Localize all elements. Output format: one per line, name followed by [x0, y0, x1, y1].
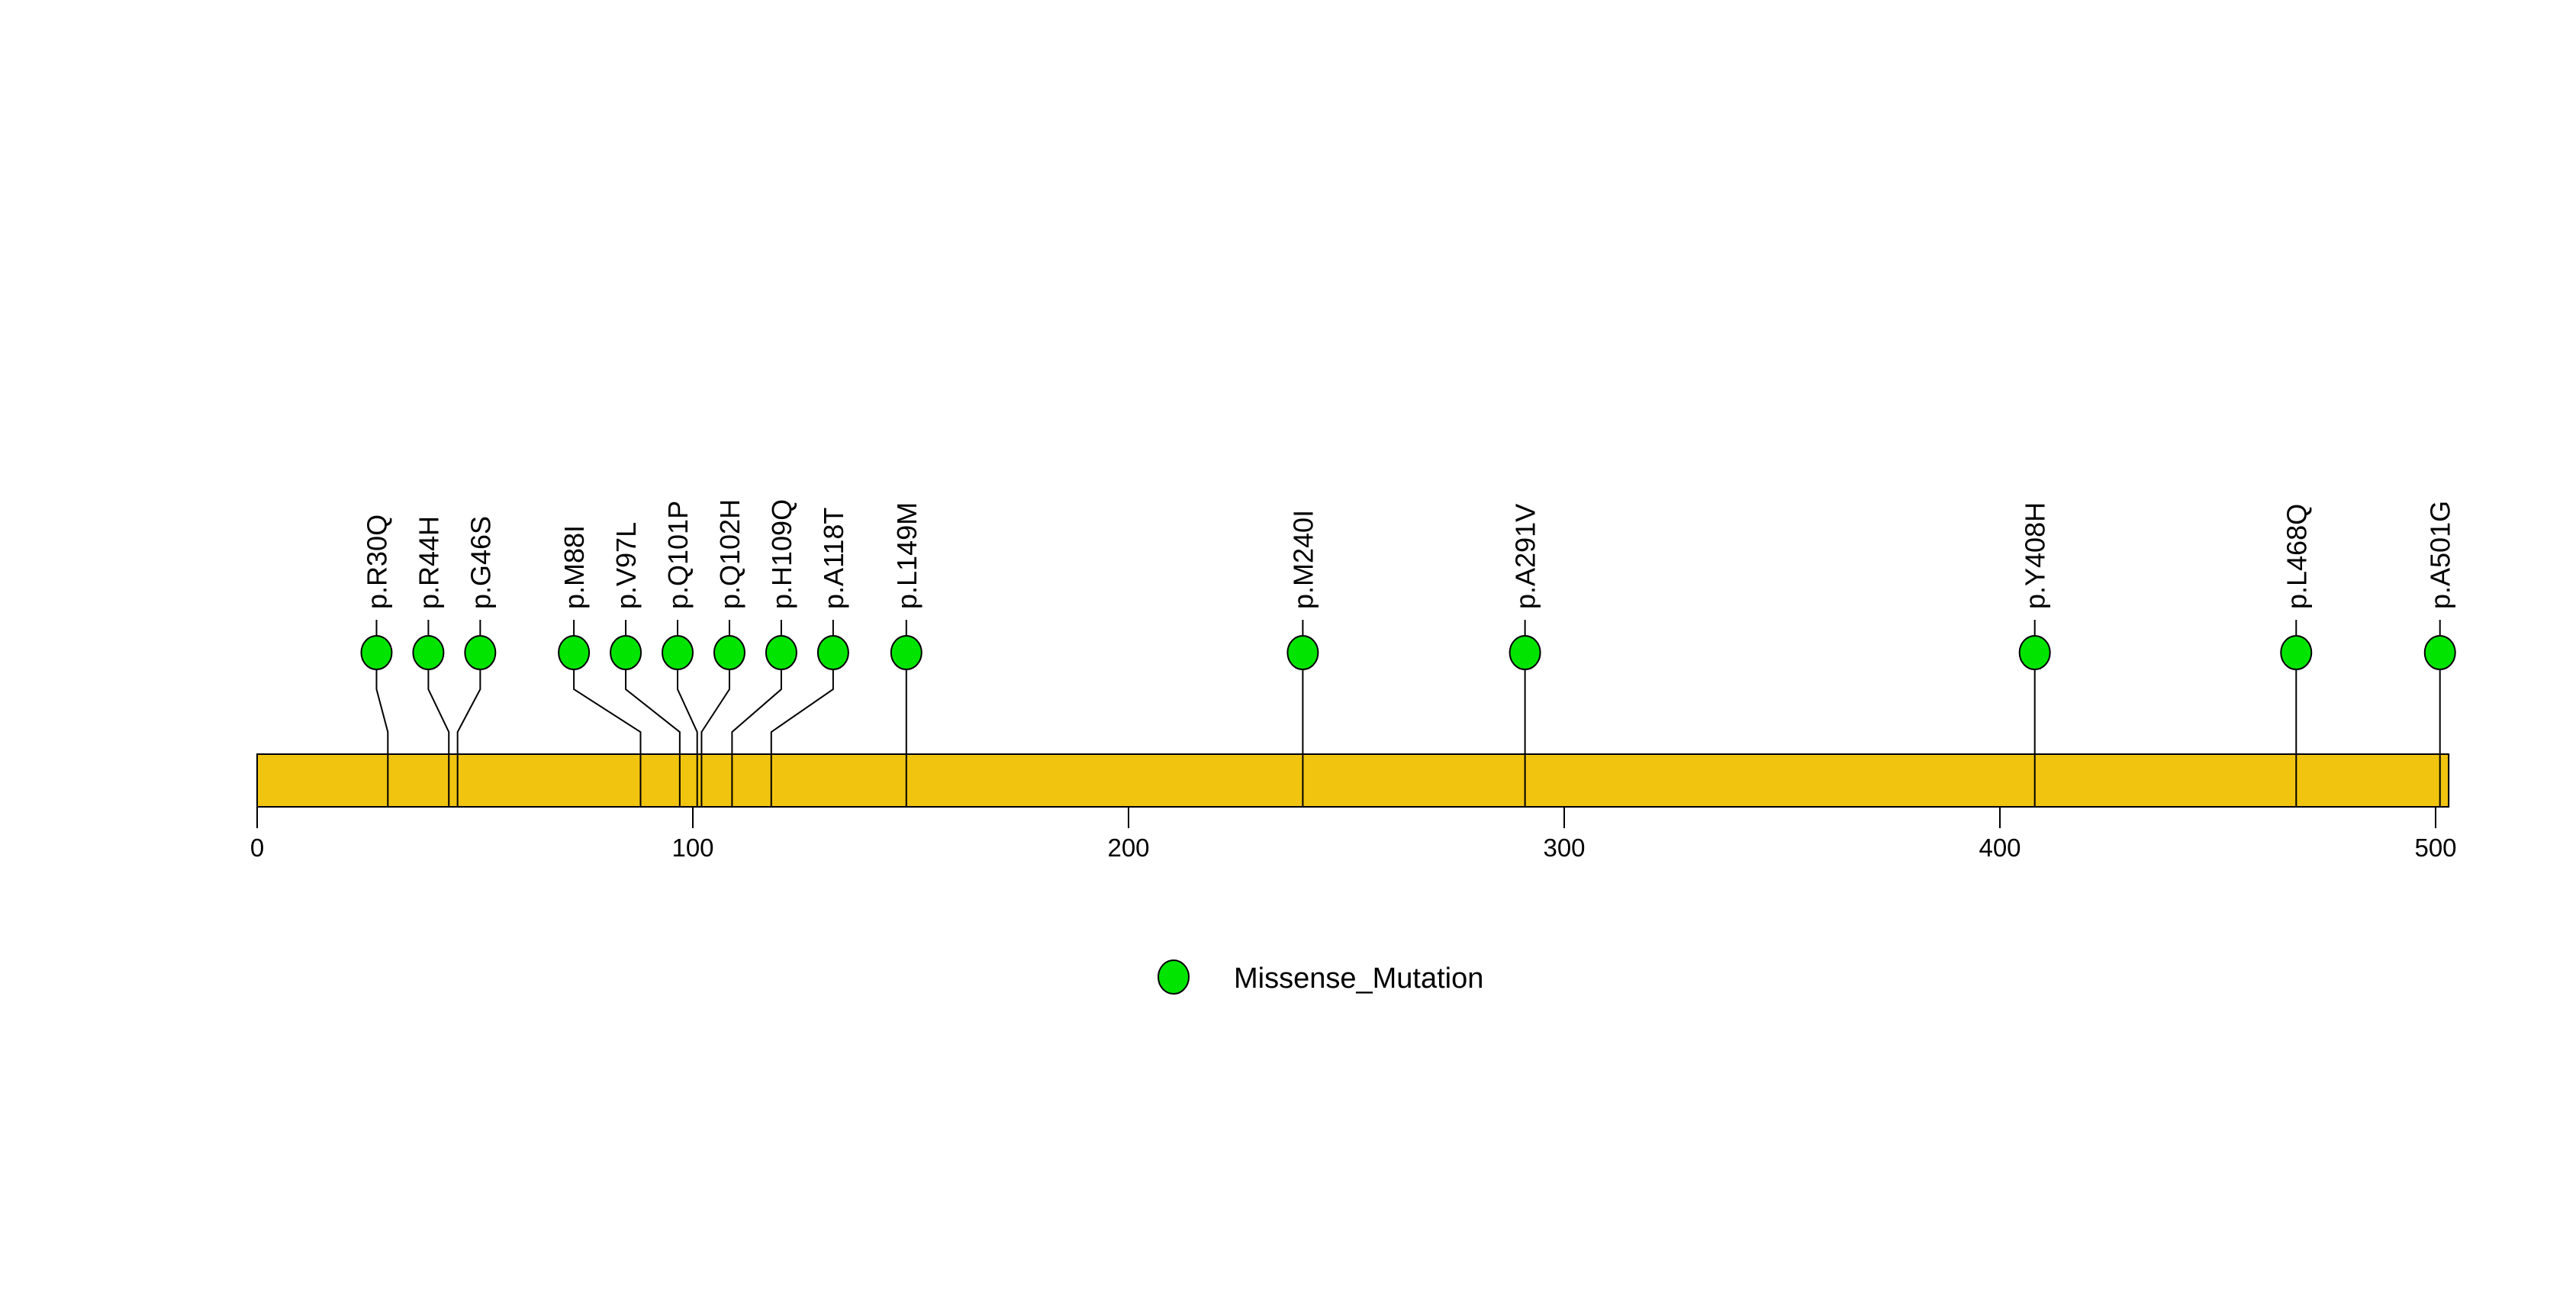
mutation-label: p.M240I	[1287, 510, 1319, 609]
mutation-label: p.R44H	[413, 516, 444, 609]
mutation-label: p.H109Q	[766, 499, 797, 609]
lollipop-marker	[816, 635, 849, 670]
legend-marker-icon	[1158, 959, 1190, 995]
mutation-label: p.R30Q	[361, 514, 392, 609]
mutation-label: p.Y408H	[2020, 502, 2051, 609]
mutation-label: p.A118T	[818, 508, 849, 609]
lollipop-marker	[890, 635, 923, 670]
mutation-label: p.G46S	[465, 516, 496, 609]
mutation-label: p.A291V	[1510, 504, 1541, 609]
mutation-label: p.Q101P	[662, 501, 694, 609]
lollipop-marker	[2423, 635, 2456, 670]
lollipop-marker	[464, 635, 497, 670]
lollipop-marker	[765, 635, 797, 670]
protein-backbone	[256, 753, 2450, 808]
lollipop-stem	[731, 669, 782, 807]
lollipop-stem	[770, 669, 834, 807]
axis-tick-label: 100	[671, 834, 713, 862]
lollipop-marker	[412, 635, 445, 670]
lollipop-stem	[456, 669, 481, 807]
mutation-label: p.M88I	[559, 525, 590, 609]
mutation-label: p.Q102H	[714, 499, 745, 609]
mutation-label: p.V97L	[610, 522, 642, 609]
lollipop-stems	[375, 620, 2441, 807]
lollipop-stem	[375, 669, 389, 807]
lollipop-stem	[677, 669, 698, 807]
lollipop-marker	[1286, 635, 1319, 670]
lollipop-marker	[2018, 635, 2051, 670]
legend: Missense_Mutation	[1158, 959, 1483, 995]
lollipop-marker	[558, 635, 591, 670]
lollipop-stem	[573, 669, 642, 807]
lollipop-stem	[700, 669, 730, 807]
lollipop-markers	[360, 635, 2456, 670]
mutation-label: p.L149M	[891, 502, 923, 609]
axis-tick-label: 500	[2414, 834, 2456, 862]
lollipop-marker	[360, 635, 393, 670]
lollipop-stem	[427, 669, 450, 807]
mutation-label: p.A501G	[2425, 501, 2456, 609]
legend-label: Missense_Mutation	[1234, 963, 1483, 995]
lollipop-marker	[610, 635, 642, 670]
lollipop-marker	[2280, 635, 2313, 670]
axis-tick-label: 200	[1107, 834, 1149, 862]
lollipop-stem	[625, 669, 681, 807]
axis-tick-label: 400	[1979, 834, 2021, 862]
x-axis: 0 100 200 300 400 500	[250, 807, 2457, 862]
lollipop-marker	[1509, 635, 1541, 670]
axis-tick-label: 0	[250, 834, 264, 862]
axis-tick-label: 300	[1543, 834, 1585, 862]
mutation-labels: p.R30Q p.R44H p.G46S p.M88I p.V97L p.Q101P p.Q…	[361, 499, 2455, 609]
mutation-label: p.L468Q	[2281, 504, 2312, 609]
lollipop-marker	[713, 635, 745, 670]
lollipop-marker	[662, 635, 694, 670]
